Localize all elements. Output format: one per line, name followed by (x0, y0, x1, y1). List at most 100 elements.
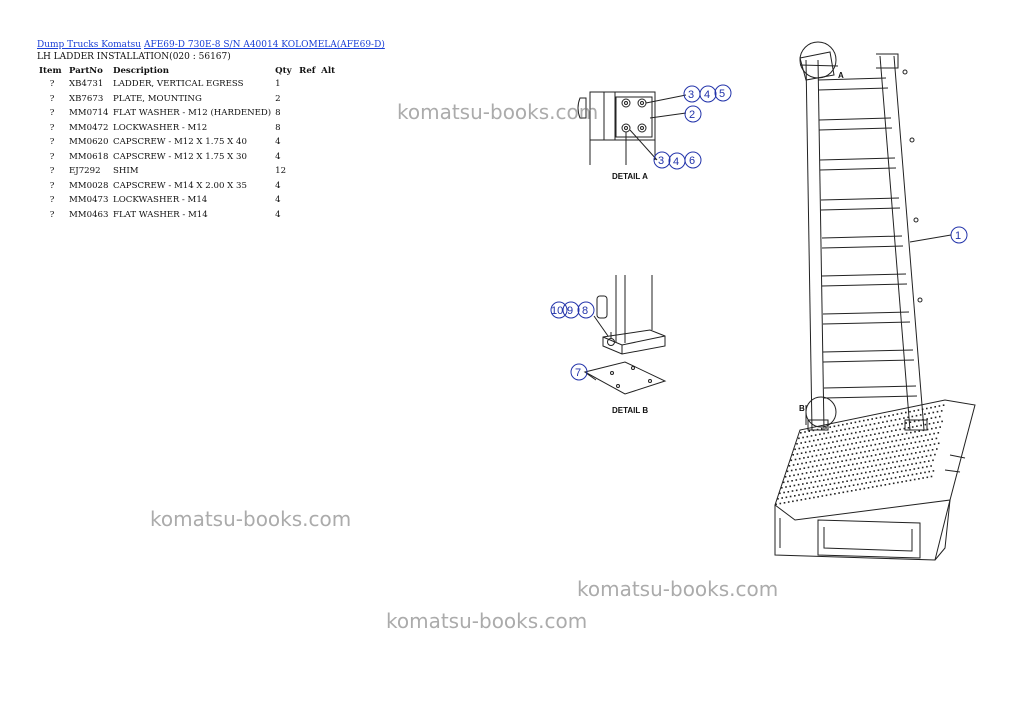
grating-hole (888, 472, 890, 475)
grating-hole (907, 416, 909, 419)
grating-hole (782, 481, 785, 484)
grating-hole (879, 416, 882, 419)
grating-hole (903, 475, 905, 477)
grating-hole (884, 436, 887, 439)
cell-item: ? (49, 180, 55, 191)
cell-item: ? (49, 122, 55, 133)
grating-hole (822, 469, 825, 471)
grating-hole (868, 450, 870, 452)
breadcrumb-link-dump-trucks[interactable]: Dump Trucks Komatsu (37, 40, 142, 50)
watermark-text: komatsu-books.com (397, 100, 599, 124)
grating-hole (920, 424, 922, 427)
grating-hole (884, 473, 886, 476)
grating-hole (886, 431, 889, 433)
grating-hole (852, 427, 855, 429)
grating-hole (869, 434, 872, 436)
table-header-row: Item PartNo Description Qty Ref Alt (37, 66, 341, 79)
grating-hole (871, 428, 874, 431)
grating-hole (894, 476, 897, 479)
grating-hole (921, 466, 924, 469)
grating-hole (857, 483, 859, 486)
cell-partno: MM0463 (69, 209, 109, 220)
grating-hole (891, 451, 894, 453)
grating-hole (896, 413, 899, 415)
breadcrumb-link-model[interactable]: AFE69-D 730E-8 S/N A40014 KOLOMELA(AFE69… (143, 40, 385, 50)
grating-hole (914, 441, 917, 444)
grating-hole (911, 415, 914, 418)
ladder-main-drawing (799, 41, 928, 431)
grating-hole (853, 447, 856, 450)
grating-hole (917, 467, 920, 469)
grating-hole (825, 427, 827, 429)
detail-a-drawing (577, 91, 687, 165)
grating-hole (845, 470, 848, 472)
grating-hole (876, 427, 878, 430)
grating-hole (831, 477, 833, 480)
grating-hole (903, 427, 906, 430)
cell-description: LADDER, VERTICAL EGRESS (113, 79, 244, 89)
grating-hole (848, 438, 851, 440)
grating-hole (858, 467, 861, 470)
grating-hole (908, 458, 911, 461)
grating-hole (845, 449, 847, 451)
grating-hole (809, 450, 811, 453)
grating-hole (853, 437, 855, 439)
grating-hole (793, 484, 796, 487)
grating-hole (873, 480, 876, 483)
grating-hole (836, 487, 838, 489)
cell-description: FLAT WASHER - M14 (113, 209, 208, 220)
grating-hole (880, 427, 882, 429)
grating-hole (839, 455, 841, 458)
grating-hole (854, 478, 857, 481)
grating-hole (802, 483, 804, 485)
grating-hole (886, 478, 888, 480)
callout-3-detail-a: 3 (688, 89, 694, 101)
grating-hole (779, 502, 782, 505)
grating-hole (820, 474, 823, 477)
grating-hole (915, 473, 918, 475)
cell-partno: MM0028 (69, 180, 109, 191)
grating-hole (896, 471, 899, 473)
grating-hole (907, 427, 910, 429)
grating-hole (922, 477, 924, 479)
grating-hole (823, 489, 825, 492)
grating-hole (901, 423, 903, 425)
grating-hole (813, 439, 815, 442)
grating-hole (904, 448, 906, 451)
grating-hole (877, 459, 879, 461)
grating-hole (808, 440, 811, 443)
grating-hole (805, 451, 807, 454)
grating-hole (817, 496, 819, 498)
grating-hole (894, 455, 896, 458)
grating-hole (847, 454, 849, 456)
grating-hole (800, 442, 802, 444)
grating-hole (867, 487, 870, 489)
grating-hole (890, 430, 893, 432)
grating-hole (882, 479, 884, 481)
grating-hole (795, 479, 798, 481)
grating-hole (797, 473, 799, 476)
grating-hole (917, 409, 920, 411)
cell-qty: 12 (275, 166, 287, 176)
grating-hole (788, 465, 791, 467)
grating-hole (812, 486, 815, 488)
cell-qty: 4 (275, 195, 281, 205)
grating-hole (831, 488, 834, 490)
grating-hole (826, 468, 829, 470)
cell-qty: 1 (275, 79, 281, 89)
grating-hole (821, 438, 823, 440)
grating-hole (871, 486, 874, 488)
grating-hole (798, 437, 800, 440)
grating-hole (923, 461, 926, 463)
cell-item: ? (49, 108, 55, 118)
grating-hole (860, 472, 863, 475)
grating-hole (851, 453, 854, 455)
grating-hole (838, 435, 840, 437)
grating-hole (830, 446, 832, 449)
callout-8: 8 (582, 305, 588, 317)
cell-qty: 8 (275, 108, 281, 118)
cell-qty: 2 (275, 93, 281, 104)
grating-hole (877, 422, 880, 424)
